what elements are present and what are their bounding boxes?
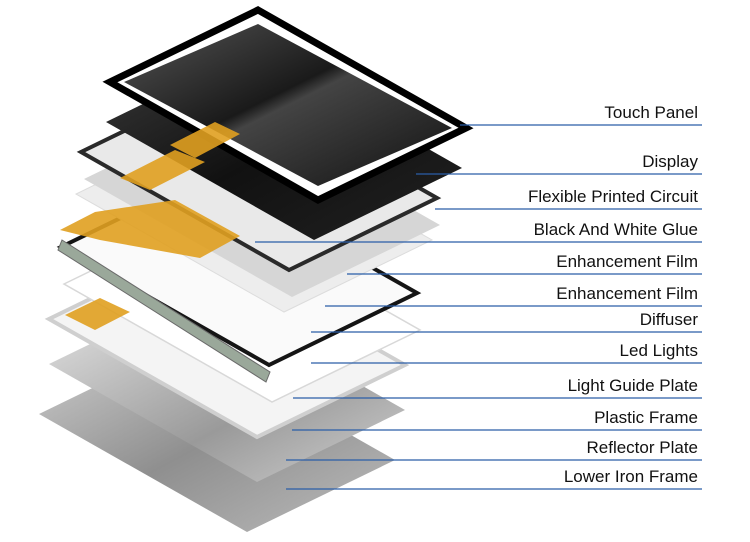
layer-label: Display bbox=[642, 152, 698, 171]
layer-label: Touch Panel bbox=[604, 103, 698, 122]
layer-label: Enhancement Film bbox=[556, 252, 698, 271]
layer-label: Black And White Glue bbox=[533, 220, 698, 239]
fpc-connector bbox=[170, 122, 240, 158]
layer-label: Diffuser bbox=[639, 310, 698, 329]
fpc-main bbox=[60, 200, 240, 258]
touch-panel-glass bbox=[124, 24, 452, 186]
fpc-tail-lower bbox=[65, 298, 130, 330]
led-light-bar bbox=[57, 239, 271, 383]
layer-label: Light Guide Plate bbox=[567, 376, 698, 395]
layer-label: Reflector Plate bbox=[586, 438, 699, 457]
layer-label: Enhancement Film bbox=[556, 284, 698, 303]
layer-label: Led Lights bbox=[619, 341, 698, 360]
layer-label: Plastic Frame bbox=[594, 408, 698, 427]
layer-label: Lower Iron Frame bbox=[563, 467, 698, 486]
fpc-tail-upper bbox=[120, 150, 205, 190]
layer-label: Flexible Printed Circuit bbox=[527, 187, 698, 206]
